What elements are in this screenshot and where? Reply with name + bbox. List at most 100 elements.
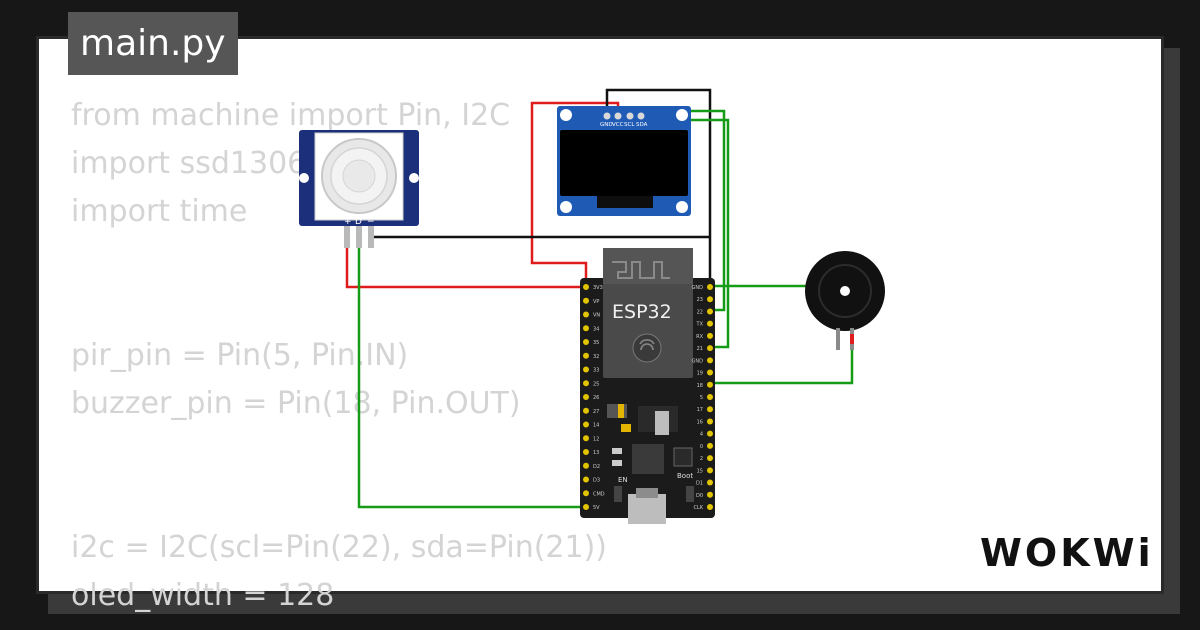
esp32-pin[interactable]: [583, 325, 589, 332]
esp32-pin-label: 25: [593, 381, 599, 387]
esp32-pin-label: 35: [593, 340, 599, 346]
code-line: i2c = I2C(scl=Pin(22), sda=Pin(21)): [71, 530, 608, 565]
esp32-label: ESP32: [612, 301, 672, 323]
esp32-pin-label: 2: [700, 456, 703, 462]
esp32-pin[interactable]: [707, 345, 713, 352]
esp32-pin-label: CMD: [593, 491, 605, 497]
esp32-pin-label: 15: [697, 468, 703, 474]
esp32-pin[interactable]: [707, 296, 713, 303]
esp32-pin-label: 3V3: [593, 285, 603, 291]
esp32-pin[interactable]: [707, 467, 713, 474]
esp32-board[interactable]: ESP32 EN Boot 3V3VPVN3435323325262714121…: [580, 248, 715, 524]
esp32-pin-label: RX: [696, 334, 703, 340]
esp32-pin-label: 16: [697, 419, 703, 425]
esp32-pin-label: D1: [696, 481, 703, 487]
code-background: from machine import Pin, I2C import ssd13…: [71, 92, 607, 620]
code-line: buzzer_pin = Pin(18, Pin.OUT): [71, 386, 521, 421]
esp32-pin-label: 4: [700, 432, 703, 438]
esp32-pin[interactable]: [707, 308, 713, 315]
esp32-pin[interactable]: [583, 366, 589, 373]
oled-pin-scl: SCL: [624, 122, 635, 128]
esp32-pin[interactable]: [583, 407, 589, 414]
esp32-pin[interactable]: [583, 490, 589, 497]
esp32-pin-label: 12: [593, 436, 599, 442]
code-line: from machine import Pin, I2C: [71, 98, 511, 133]
esp32-pin-label: 26: [593, 395, 599, 401]
esp32-pin-label: 34: [593, 326, 599, 332]
esp32-pin-label: VP: [593, 299, 599, 305]
esp32-pin[interactable]: [583, 394, 589, 400]
esp32-pin[interactable]: [707, 491, 713, 498]
esp32-pin[interactable]: [583, 311, 589, 318]
wokwi-logo: WOKWi: [980, 531, 1154, 575]
wokwi-logo-text: WOKWi: [980, 531, 1154, 575]
esp32-pin[interactable]: [707, 504, 713, 510]
esp32-pin[interactable]: [707, 406, 713, 413]
esp32-pin[interactable]: [583, 339, 589, 345]
esp32-pin[interactable]: [583, 435, 589, 442]
esp32-pin[interactable]: [707, 394, 713, 400]
esp32-pin-label: GND: [692, 285, 704, 291]
esp32-pin-label: TX: [696, 322, 704, 328]
esp32-pin-label: 22: [697, 309, 703, 315]
esp32-pin[interactable]: [707, 369, 713, 376]
oled-pin-gnd: GND: [600, 122, 613, 128]
esp32-pin[interactable]: [583, 449, 589, 455]
buzzer[interactable]: [805, 251, 885, 350]
esp32-pin[interactable]: [707, 455, 713, 462]
file-tab[interactable]: main.py: [68, 12, 238, 75]
code-line: import ssd1306: [71, 146, 307, 181]
esp32-pin[interactable]: [583, 297, 589, 304]
esp32-pin[interactable]: [583, 284, 589, 290]
esp32-pin-label: 19: [697, 371, 703, 377]
oled-pin-vcc: VCC: [612, 122, 624, 128]
esp32-pin-label: 0: [700, 444, 703, 450]
esp32-pin[interactable]: [707, 381, 713, 388]
esp32-pin[interactable]: [707, 418, 713, 425]
esp32-pin[interactable]: [583, 380, 589, 387]
esp32-pin-label: VN: [593, 313, 600, 319]
esp32-pin-label: D3: [593, 478, 600, 484]
esp32-pin-label: 5: [700, 395, 703, 401]
esp32-pin[interactable]: [707, 284, 713, 290]
esp32-pin-label: 18: [697, 383, 703, 389]
esp32-pin[interactable]: [707, 479, 713, 486]
esp32-pin[interactable]: [707, 430, 713, 437]
esp32-pin-label: D2: [593, 464, 600, 470]
esp32-en-label: EN: [618, 476, 628, 484]
esp32-pin-label: 13: [593, 450, 599, 456]
esp32-pin[interactable]: [707, 320, 713, 327]
esp32-pin-label: D0: [696, 493, 703, 499]
esp32-pin[interactable]: [583, 476, 589, 483]
esp32-pin[interactable]: [583, 504, 589, 510]
esp32-pin[interactable]: [583, 352, 589, 359]
esp32-pin[interactable]: [707, 332, 713, 339]
wire-pir-vcc: [345, 245, 586, 289]
pir-pin-plus: +: [344, 217, 352, 227]
esp32-pin[interactable]: [583, 462, 589, 469]
pir-pin-d: D: [355, 217, 362, 227]
esp32-pin[interactable]: [707, 442, 713, 449]
esp32-boot-label: Boot: [677, 472, 693, 480]
oled-display[interactable]: GND VCC SCL SDA: [557, 106, 691, 216]
esp32-pin-label: 14: [593, 423, 599, 429]
pir-pin-minus: −: [367, 217, 375, 227]
esp32-pin-label: GND: [692, 358, 704, 364]
esp32-pin-label: 5V: [593, 505, 600, 511]
wire-pir-signal: [357, 245, 586, 509]
oled-pin-sda: SDA: [636, 122, 648, 128]
wire-oled-vcc: [530, 101, 620, 287]
esp32-pin-label: 33: [593, 368, 599, 374]
pir-sensor[interactable]: + D −: [299, 130, 419, 248]
esp32-pin-label: CLK: [693, 505, 703, 511]
esp32-pin-label: 27: [593, 409, 599, 415]
code-line: import time: [71, 194, 248, 229]
wire-oled-gnd: [605, 88, 712, 286]
esp32-pin-label: 23: [697, 297, 703, 303]
esp32-pin[interactable]: [583, 421, 589, 428]
esp32-pin[interactable]: [707, 357, 713, 364]
esp32-pin-label: 32: [593, 354, 599, 360]
